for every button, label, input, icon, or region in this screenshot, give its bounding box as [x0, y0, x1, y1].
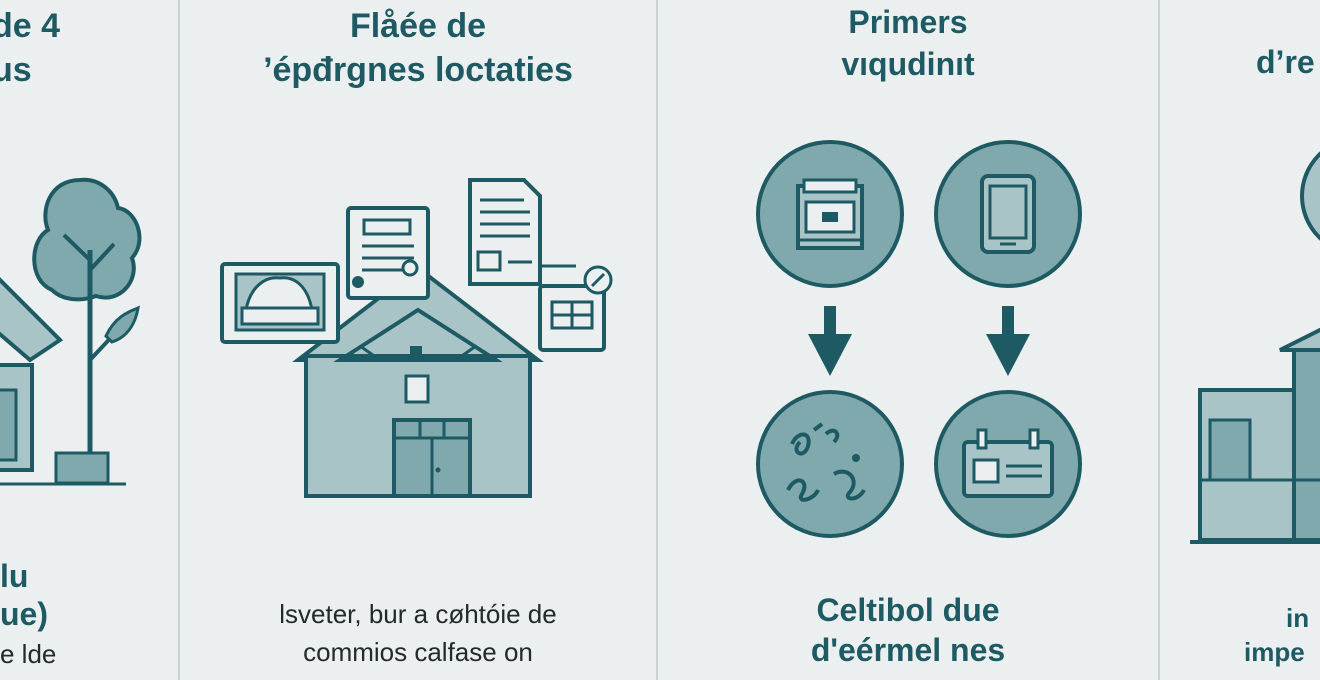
- tablet-icon: [934, 140, 1082, 288]
- panel-4: d’re in impe: [1160, 0, 1320, 680]
- panel-1-title-line-1: de 4: [0, 7, 61, 45]
- panel-1: de 4 us lu ue) e lde: [0, 0, 178, 680]
- panel-2: Flåée de ’épđrgnes loctaties: [180, 0, 656, 680]
- panel-2-body-line-2: commios calfase on: [303, 637, 533, 667]
- document-icon: [346, 206, 430, 300]
- panel-1-subtitle-line-1: lu: [0, 558, 29, 594]
- panel-2-body-line-1: lsveter, bur a cøhtóie de: [279, 599, 557, 629]
- panel-3-title-line-1: Primers: [848, 4, 968, 40]
- photo-card-icon: [220, 262, 340, 344]
- form-icon: [468, 178, 542, 286]
- panel-3: Primers vıqudinıt: [658, 0, 1158, 680]
- workflow-illustration: [756, 140, 1082, 538]
- printer-icon: [756, 140, 904, 288]
- arrow-down-icon: [986, 306, 1030, 376]
- circle-icon: [1300, 151, 1320, 241]
- house-icon: [1190, 327, 1320, 544]
- house-illustration: [1190, 151, 1320, 544]
- panel-2-title-line-2: ’épđrgnes loctaties: [263, 51, 573, 89]
- panel-1-body-line-1: e lde: [0, 639, 57, 669]
- panel-3-subtitle-line-1: Celtibol due: [816, 592, 1000, 628]
- tree-house-illustration: [0, 177, 142, 486]
- tree-icon: [32, 177, 142, 485]
- house-icon: [0, 277, 64, 472]
- panel-1-subtitle-line-2: ue): [0, 596, 48, 632]
- panel-3-title-line-2: vıqudinıt: [841, 46, 975, 82]
- panel-divider-2: [656, 0, 658, 680]
- panel-1-title-line-2: us: [0, 51, 32, 89]
- house-documents-illustration: [220, 178, 613, 498]
- panel-4-body-line-2: impe: [1244, 637, 1305, 667]
- panel-3-subtitle-line-2: d'eérmel nes: [810, 632, 1006, 668]
- scribble-icon: [756, 390, 904, 538]
- panel-2-title-line-1: Flåée de: [349, 7, 487, 45]
- panel-divider-1: [178, 0, 180, 680]
- house-icon: [292, 265, 544, 498]
- panel-4-title-line-1: d’re: [1256, 44, 1315, 80]
- panel-4-body-line-1: in: [1286, 603, 1310, 633]
- panel-divider-3: [1158, 0, 1160, 680]
- arrow-down-icon: [808, 306, 852, 376]
- id-card-icon: [934, 390, 1082, 538]
- checklist-icon: [538, 265, 613, 352]
